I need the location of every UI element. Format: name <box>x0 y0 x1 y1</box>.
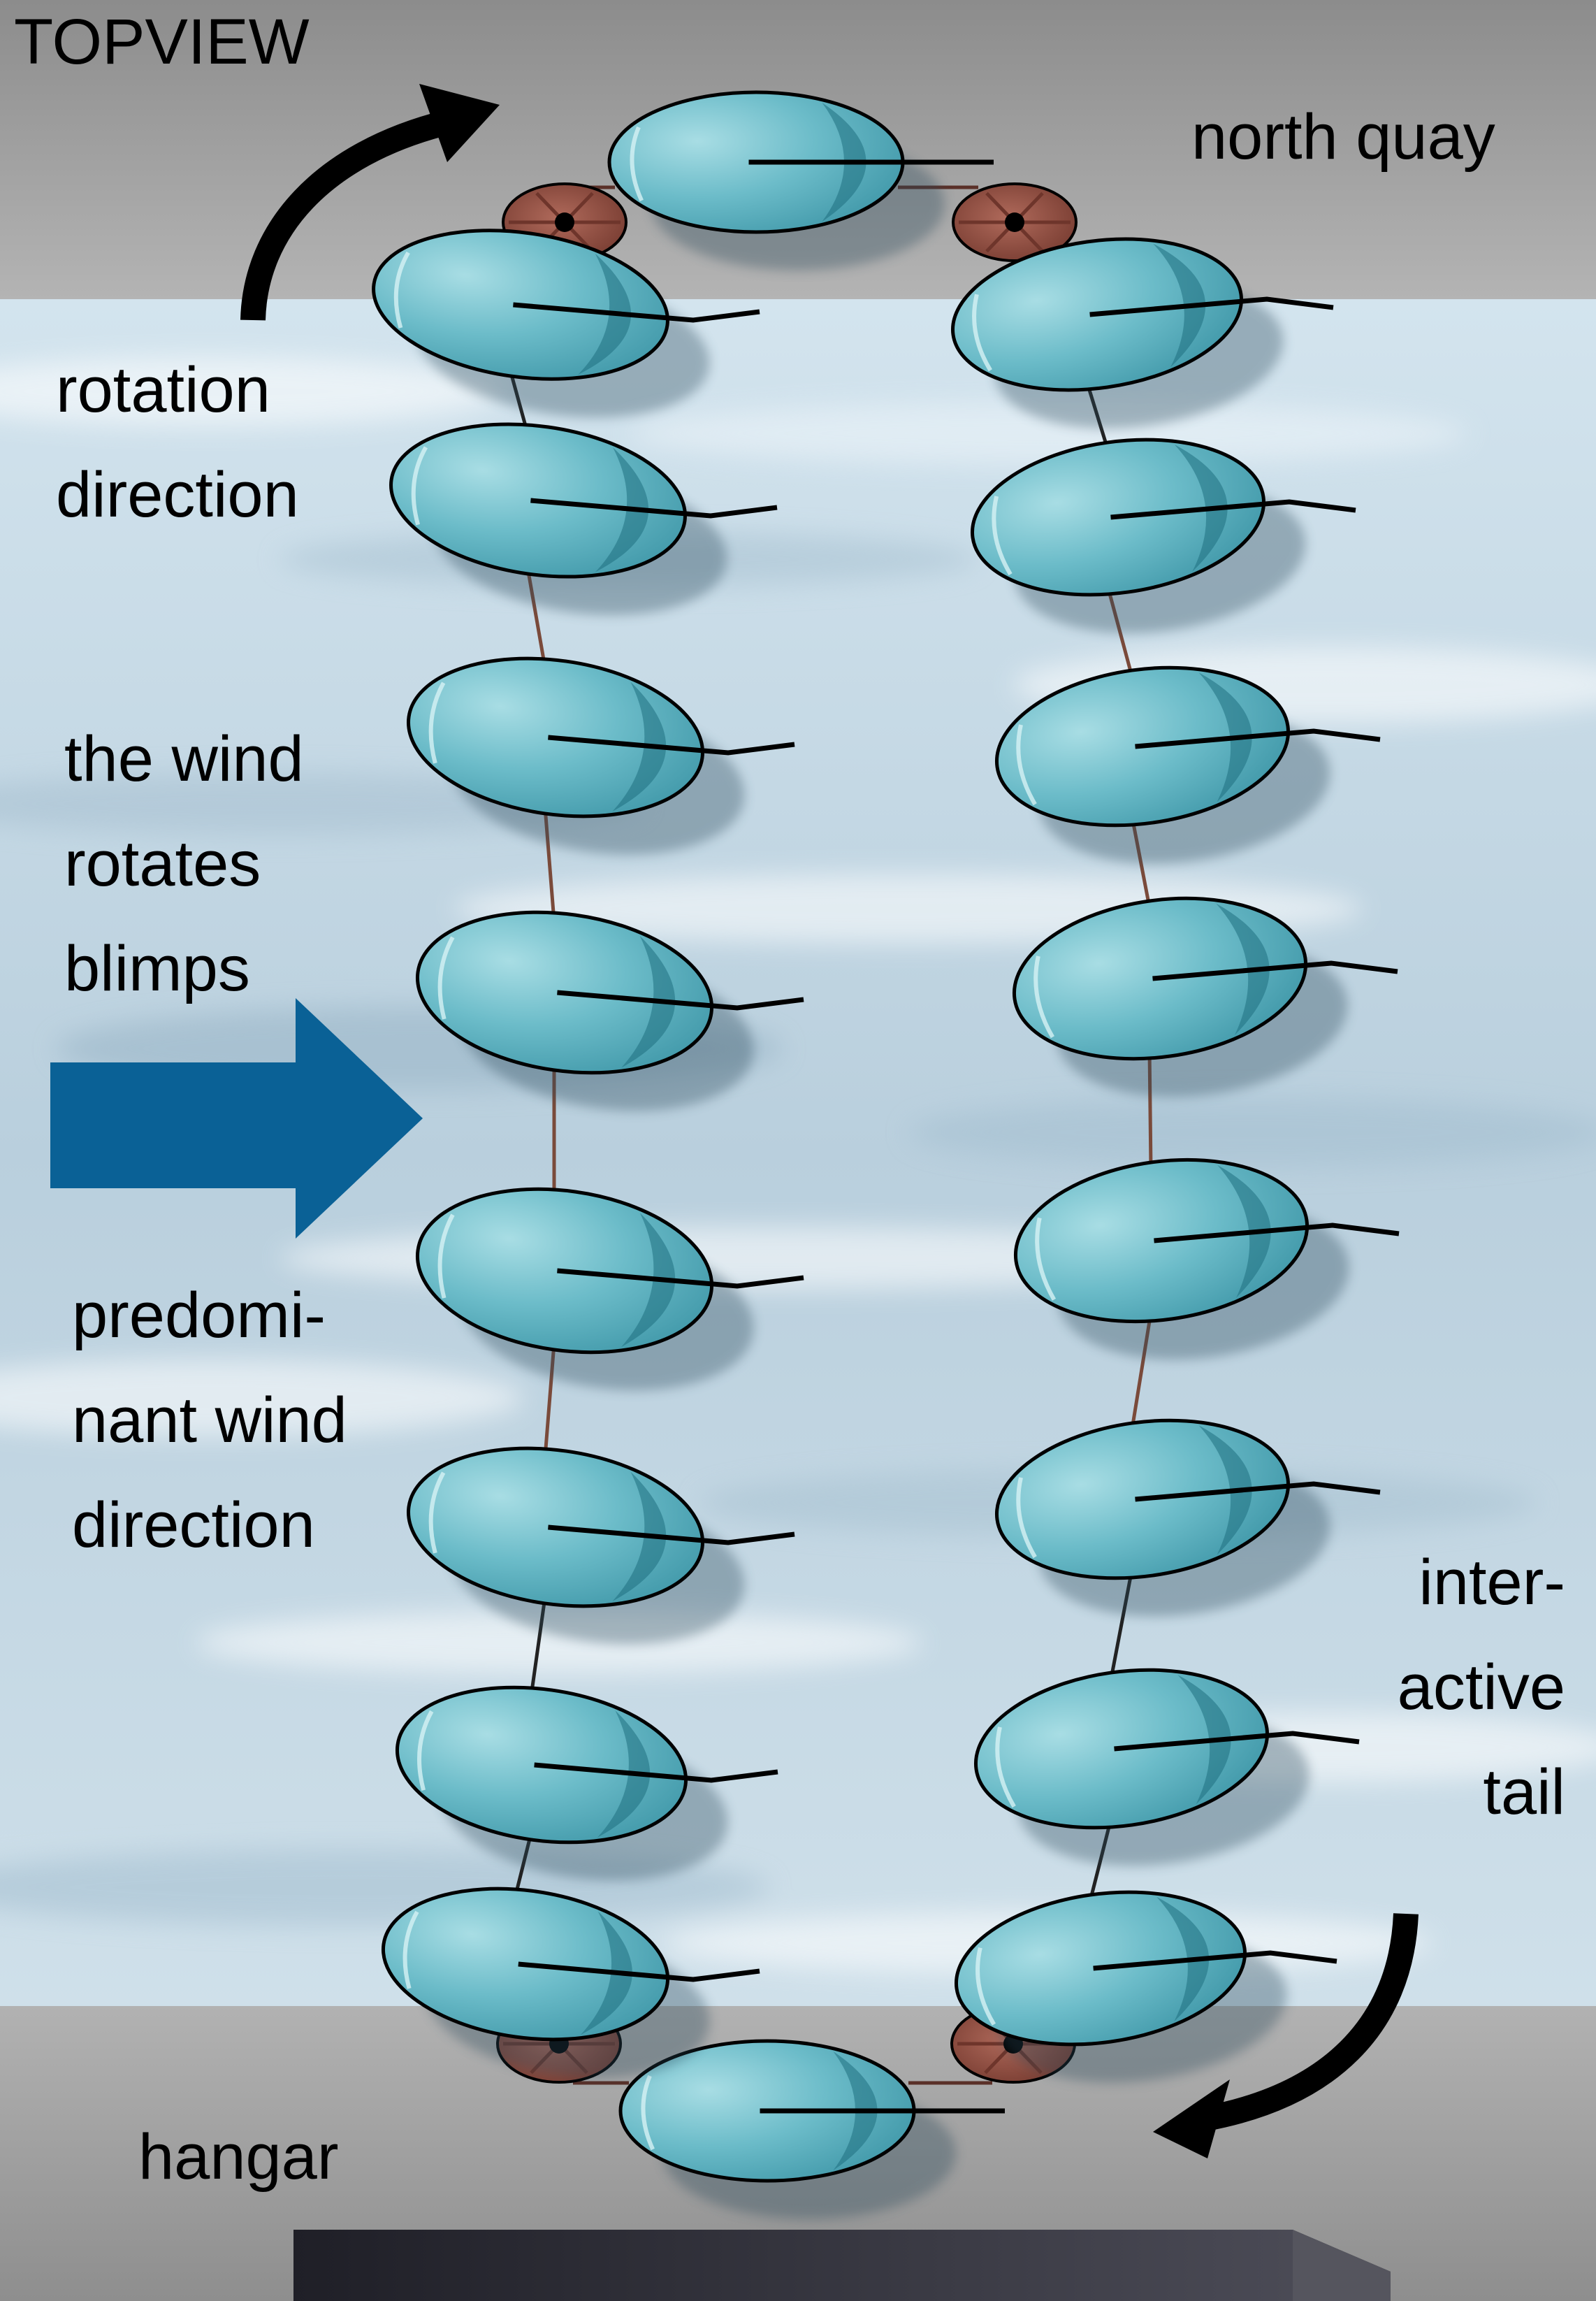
rotation-label-line: rotation <box>56 354 270 426</box>
interactive-tail-icon <box>557 990 804 1011</box>
blimp <box>973 1668 1360 1866</box>
predominant-wind-label: predomi- nant wind direction <box>72 1283 347 1598</box>
blimp <box>407 656 795 855</box>
north-quay-label: north quay <box>1191 101 1495 173</box>
interactive-tail-icon <box>557 1268 804 1289</box>
rotation-arrow-bottom-icon <box>1153 1913 1419 2158</box>
interactive-tail-icon <box>1110 499 1356 520</box>
blimp <box>415 910 804 1111</box>
interactive-tail-icon <box>530 498 778 519</box>
blimp <box>1013 1157 1400 1360</box>
blimp <box>954 1890 1337 2083</box>
rotation-label-line: direction <box>56 459 299 531</box>
interactive-tail-icon <box>548 1524 795 1545</box>
rotation-arrow-top-icon <box>240 84 500 321</box>
blimp <box>971 438 1356 633</box>
blimp <box>994 665 1381 864</box>
wind-rotates-line: the wind <box>64 723 304 795</box>
hangar-door <box>293 2230 1391 2301</box>
interactive-tail-icon <box>1089 296 1334 317</box>
interactive-tail-icon <box>1114 1731 1360 1752</box>
topview-label: TOPVIEW <box>14 6 310 78</box>
blimp <box>395 1685 778 1881</box>
blimp-group <box>372 90 1400 2219</box>
predominant-line: direction <box>72 1489 315 1561</box>
tail-label-line: inter- <box>1419 1547 1565 1618</box>
blimp <box>1012 896 1398 1097</box>
blimp <box>994 1418 1381 1617</box>
predominant-line: nant wind <box>72 1385 347 1456</box>
interactive-tail-icon <box>1135 1481 1381 1502</box>
tail-label-line: tail <box>1483 1757 1565 1828</box>
wind-direction-arrow-icon <box>50 998 423 1239</box>
interactive-tail-icon <box>1152 960 1398 981</box>
blimp <box>618 2039 1005 2219</box>
interactive-tail-icon <box>534 1762 778 1783</box>
blimp <box>389 422 778 615</box>
interactive-tail-icon <box>1135 728 1381 749</box>
wind-rotates-line: blimps <box>64 933 250 1004</box>
interactive-tail-icon <box>1154 1222 1400 1243</box>
wind-rotates-line: rotates <box>64 828 261 900</box>
wind-rotates-label: the wind rotates blimps <box>64 727 304 1041</box>
pulley-icon <box>952 182 1078 262</box>
interactive-tail-icon <box>548 735 795 756</box>
blimp <box>381 1887 760 2078</box>
interactive-tail-icon <box>1093 1950 1337 1971</box>
blimp <box>407 1446 795 1645</box>
predominant-line: predomi- <box>72 1280 326 1351</box>
blimp <box>607 90 994 271</box>
blimp <box>951 237 1334 428</box>
interactive-tail-icon <box>518 1961 760 1982</box>
tail-label-line: active <box>1397 1652 1565 1723</box>
rotation-direction-label: rotation direction <box>56 358 299 568</box>
blimp <box>415 1187 804 1391</box>
interactive-tail-label: inter- active tail <box>1363 1550 1565 1865</box>
hangar-label: hangar <box>138 2121 339 2193</box>
interactive-tail-icon <box>513 302 760 323</box>
blimp <box>372 229 760 418</box>
